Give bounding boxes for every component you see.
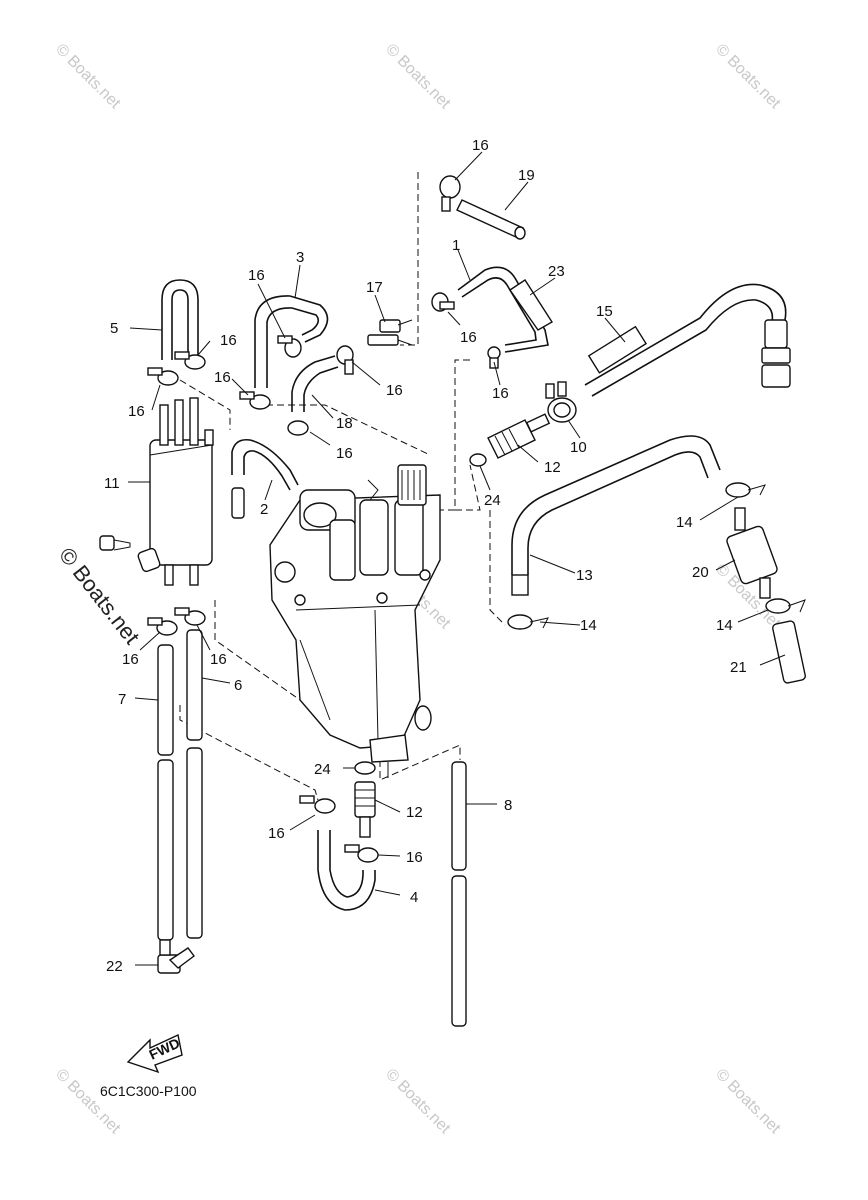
label-14-c: 14 [716,617,733,634]
part-3-hose [254,295,329,388]
forward-direction-arrow: FWD [126,1033,183,1074]
label-16-c: 16 [220,332,237,349]
diagram-code: 6C1C300-P100 [100,1083,197,1099]
watermark-top-center: © Boats.net [382,41,454,113]
label-17: 17 [366,279,383,296]
label-4: 4 [410,889,418,906]
part-10-clamp [545,381,577,423]
watermark-large: © Boats.net [54,543,145,649]
label-11: 11 [104,475,120,492]
vapor-separator-assembly [269,464,441,778]
part-labels: 16 19 1 23 3 16 17 15 5 16 16 16 16 16 1… [104,137,747,975]
part-8-hose [451,761,467,1027]
watermark-bottom-left: © Boats.net [52,1066,124,1138]
label-12-lower: 12 [406,804,423,821]
label-16-g: 16 [492,385,509,402]
part-22-elbow [157,939,195,974]
watermark-bottom-right: © Boats.net [712,1066,784,1138]
part-21-tube [772,620,806,684]
label-16-j: 16 [122,651,139,668]
part-5-hose [161,279,199,360]
label-8: 8 [504,797,512,814]
watermark-top-left: © Boats.net [52,41,124,113]
part-24-oring-upper [469,453,487,467]
part-4-hose [317,830,376,911]
part-17-tee-fitting [367,319,413,346]
part-7-hose [157,644,174,941]
label-21: 21 [730,659,747,676]
leader-lines [128,151,786,966]
part-20-fuel-filter [726,507,778,599]
reference-lines [179,172,506,801]
part-15-sleeve [587,325,648,374]
part-24-oring-lower [354,761,376,775]
label-14-a: 14 [676,514,693,531]
label-6: 6 [234,677,242,694]
label-19: 19 [518,167,535,184]
part-12-connector-upper [487,413,551,459]
label-16-h: 16 [128,403,145,420]
watermark-top-right: © Boats.net [712,41,784,113]
label-16-d: 16 [460,329,477,346]
label-1: 1 [452,237,460,254]
label-7: 7 [118,691,126,708]
label-24-upper: 24 [484,492,501,509]
part-12-connector-lower [354,781,376,838]
part-18-hose [291,355,339,412]
label-23: 23 [548,263,565,280]
label-20: 20 [692,564,709,581]
label-16-f: 16 [386,382,403,399]
label-14-b: 14 [580,617,597,634]
label-12-upper: 12 [544,459,561,476]
part-23-sleeve [509,279,553,331]
part-19-end [514,226,526,240]
label-16-b: 16 [248,267,265,284]
label-15: 15 [596,303,613,320]
part-6-hose [186,629,203,939]
part-14-clips [507,482,806,630]
part-19-tube [456,199,524,239]
label-16-m: 16 [406,849,423,866]
label-16-k: 16 [210,651,227,668]
part-13-hose [511,435,721,575]
part-15-hose [584,283,787,397]
label-16-i: 16 [336,445,353,462]
part-15-quick-connector [761,319,791,388]
label-13: 13 [576,567,593,584]
part-2-hose [231,438,299,491]
label-5: 5 [110,320,118,337]
label-16-top: 16 [472,137,489,154]
label-16-l: 16 [268,825,285,842]
label-24-lower: 24 [314,761,331,778]
label-2: 2 [260,501,268,518]
label-16-e: 16 [214,369,231,386]
label-3: 3 [296,249,304,266]
label-18: 18 [336,415,353,432]
mounting-bolt [99,535,161,573]
label-22: 22 [106,958,123,975]
watermark-bottom-center: © Boats.net [382,1066,454,1138]
part-13-end [511,574,529,596]
label-10: 10 [570,439,587,456]
part-11-canister [149,397,214,586]
part-2-hose-segment [231,487,245,519]
